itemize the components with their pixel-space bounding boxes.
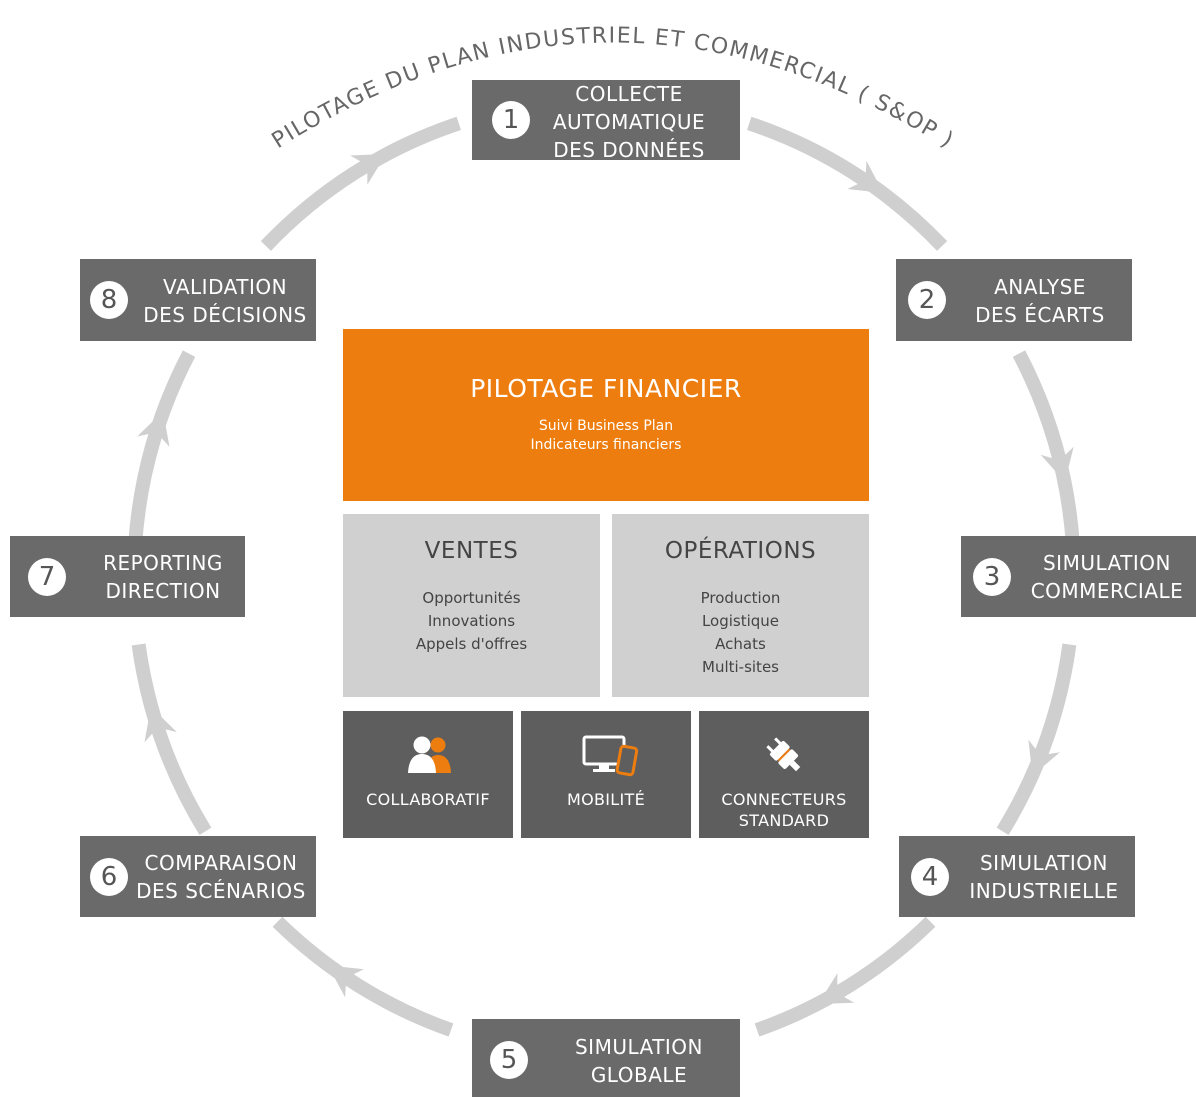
arc-6-7 [131,643,212,835]
connecteurs-label: CONNECTEURS STANDARD [721,790,847,830]
arc-1-2-arrow [847,160,884,193]
plug-icon [766,737,801,772]
connecteurs-tile: CONNECTEURS STANDARD [699,711,869,838]
operations-item: Logistique [701,612,780,630]
arc-7-8-arrow [137,411,170,447]
operations-list: Production Logistique Achats Multi-sites [612,587,869,679]
step-1-label: COLLECTE AUTOMATIQUE DES DONNÉES [552,82,706,162]
step-6-label: COMPARAISON DES SCÉNARIOS [136,851,306,903]
arc-7-8 [128,350,196,546]
step-4-label: SIMULATION INDUSTRIELLE [969,851,1119,903]
ventes-item: Appels d'offres [415,635,528,653]
collaboratif-tile: COLLABORATIF [343,711,513,838]
step-2-label: ANALYSE DES ÉCARTS [975,275,1105,327]
arc-2-3 [1012,350,1080,546]
step-8-box: 8 VALIDATION DES DÉCISIONS [80,259,316,341]
step-7-label: REPORTING DIRECTION [103,551,223,603]
arc-5-6 [272,916,454,1037]
step-6-number: 6 [90,858,128,896]
arc-1-2 [747,116,948,251]
users-icon [408,736,451,773]
ventes-item: Opportunités [422,589,521,607]
step-8-number: 8 [90,281,128,319]
mobilite-tile: MOBILITÉ [521,711,691,838]
step-5-number: 5 [490,1041,528,1079]
arc-4-5-arrow [818,973,855,1004]
step-5-box: 5 SIMULATION GLOBALE [472,1019,740,1097]
ventes-item: Innovations [427,612,516,630]
step-3-label: SIMULATION COMMERCIALE [1030,551,1184,603]
step-1-box: 1 COLLECTE AUTOMATIQUE DES DONNÉES [472,80,740,162]
step-5-label: SIMULATION GLOBALE [574,1035,704,1087]
step-8-label: VALIDATION DES DÉCISIONS [143,275,307,327]
operations-title: OPÉRATIONS [664,538,817,564]
operations-item: Achats [715,635,766,653]
devices-icon [582,735,639,777]
step-4-box: 4 SIMULATION INDUSTRIELLE [899,836,1135,917]
arc-4-5 [754,916,936,1037]
arc-2-3-arrow [1040,446,1074,482]
operations-panel: OPÉRATIONS Production Logistique Achats … [612,514,869,697]
mobilite-label: MOBILITÉ [566,790,645,809]
arc-8-1-arrow [350,153,387,185]
ventes-title: VENTES [424,538,519,564]
arc-3-4 [996,643,1077,835]
pilotage-financier-block: PILOTAGE FINANCIER Suivi Business Plan I… [343,329,869,501]
step-6-box: 6 COMPARAISON DES SCÉNARIOS [80,836,316,917]
arc-8-1 [260,116,461,251]
arc-6-7-arrow [144,706,177,743]
step-3-number: 3 [973,558,1011,596]
step-7-number: 7 [28,558,66,596]
step-7-box: 7 REPORTING DIRECTION [10,536,245,617]
ventes-panel: VENTES Opportunités Innovations Appels d… [343,514,600,697]
step-1-number: 1 [492,101,530,139]
arc-3-4-arrow [1028,739,1060,776]
collaboratif-label: COLLABORATIF [366,790,490,809]
arc-5-6-arrow [328,965,364,998]
operations-item: Production [700,589,781,607]
step-4-number: 4 [911,858,949,896]
ventes-list: Opportunités Innovations Appels d'offres [343,587,600,656]
step-3-box: 3 SIMULATION COMMERCIALE [961,536,1196,617]
operations-item: Multi-sites [702,658,779,676]
pilotage-financier-subtitle: Suivi Business Plan Indicateurs financie… [530,418,682,453]
step-2-number: 2 [908,281,946,319]
pilotage-financier-title: PILOTAGE FINANCIER [470,374,742,403]
step-2-box: 2 ANALYSE DES ÉCARTS [896,259,1132,341]
